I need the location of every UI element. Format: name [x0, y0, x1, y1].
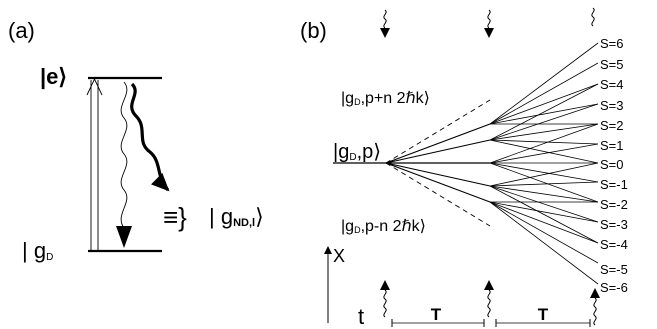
spontaneous-decay-arrow: [116, 81, 132, 248]
s-label: S=-5: [600, 262, 628, 277]
period-marker-1: T: [391, 305, 485, 327]
s-label: S=-2: [600, 197, 628, 212]
s-label: S=-4: [600, 237, 628, 252]
period-label: T: [538, 305, 549, 324]
s-label: S=-6: [600, 280, 628, 295]
excitation-arrow: [86, 77, 103, 251]
period-marker-2: T: [495, 305, 591, 327]
ground-state-label: | gD: [22, 238, 53, 263]
panel-b-label: (b): [300, 18, 327, 43]
s-label: S=1: [600, 138, 624, 153]
s-label: S=-1: [600, 177, 628, 192]
decay-to-nondetected-arrow: [130, 82, 170, 192]
pulse-arrow-top-1: [380, 9, 390, 38]
excited-state-label: |e⟩: [40, 64, 67, 89]
period-label: T: [431, 305, 442, 324]
x-axis-label: X: [333, 246, 345, 266]
momentum-labels: S=6 S=5 S=4 S=3 S=2 S=1 S=0 S=-1 S=-2 S=…: [600, 36, 628, 295]
s-label: S=4: [600, 77, 624, 92]
state-center-label: |gD,p⟩: [333, 141, 381, 163]
nondetected-state-label: | gND,l⟩: [209, 204, 264, 229]
pulse-arrow-top-2: [484, 9, 494, 38]
s-label: S=5: [600, 57, 624, 72]
s-label: S=0: [600, 157, 624, 172]
branching-tree: [385, 42, 599, 285]
t-axis-label: t: [358, 304, 364, 329]
position-axis: X: [324, 246, 345, 323]
pulse-arrow-bottom-1: [380, 280, 390, 318]
s-label: S=6: [600, 36, 624, 51]
nondetected-bracket: ≡}: [163, 202, 187, 232]
state-lower-label: |gD,p-n 2ℏk⟩: [341, 218, 426, 235]
panel-a: (a) |e⟩ | gD ≡} | gND,l⟩: [8, 18, 264, 263]
state-upper-label: |gD,p+n 2ℏk⟩: [341, 90, 430, 107]
s-label: S=2: [600, 118, 624, 133]
s-label: S=-3: [600, 217, 628, 232]
panel-a-label: (a): [8, 18, 35, 43]
s-label: S=3: [600, 98, 624, 113]
time-axis: t: [358, 304, 364, 329]
pulse-arrow-top-3: [591, 7, 595, 27]
lower-envelope-dashed: [385, 162, 491, 227]
pulse-arrow-bottom-3: [590, 288, 600, 326]
upper-envelope-dashed: [385, 99, 491, 164]
panel-b: (b) |gD,p+n 2ℏk⟩ |gD,p⟩ |gD,p-n 2ℏk⟩: [300, 7, 628, 329]
pulse-arrow-bottom-2: [484, 280, 494, 318]
